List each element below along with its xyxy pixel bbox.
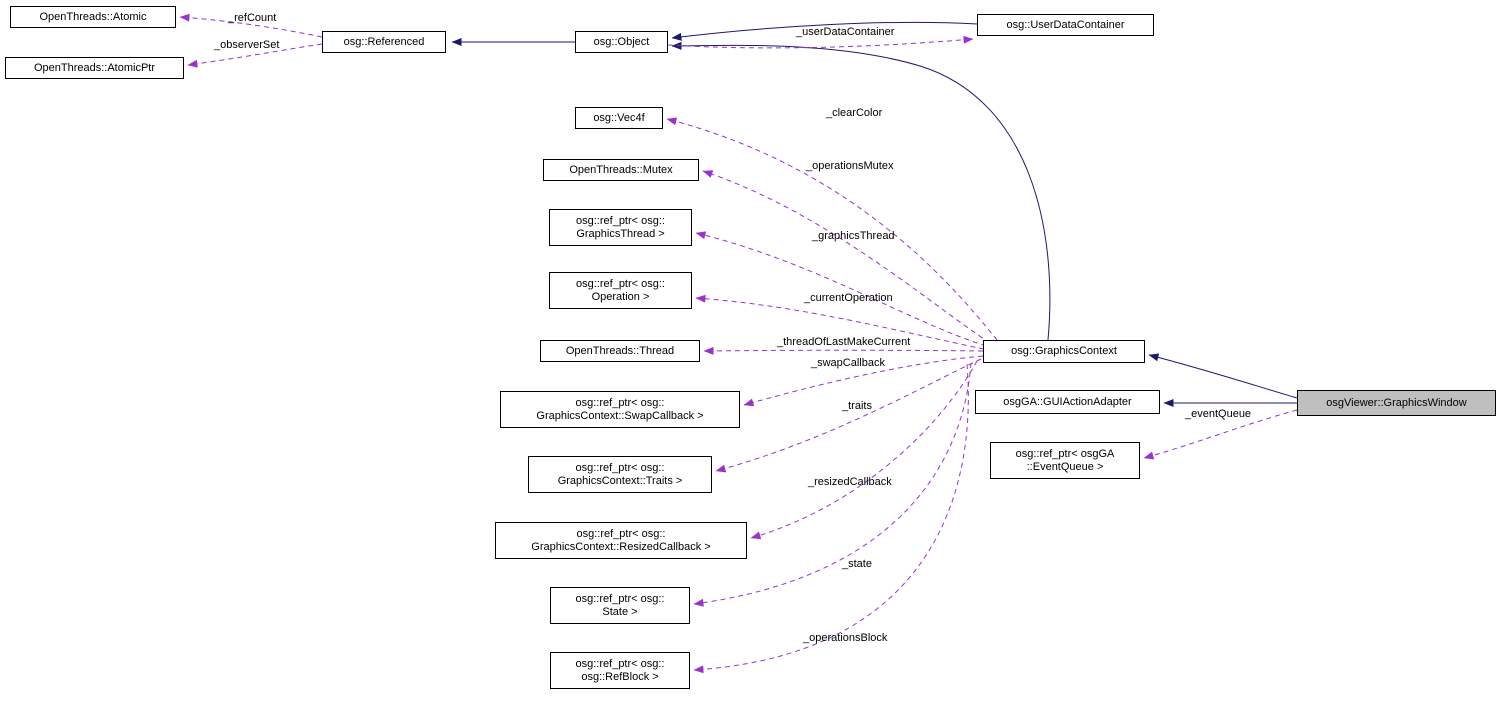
edge-label-threadoflastmakecurrent: _threadOfLastMakeCurrent (777, 336, 911, 348)
edge-usage-refcount (179, 13, 323, 38)
edge-label-operationsblock: _operationsBlock (803, 632, 888, 644)
node-osg-vec4f[interactable]: osg::Vec4f (575, 107, 663, 129)
edge-usage-currentoperation (695, 294, 985, 350)
node-osg-graphicscontext[interactable]: osg::GraphicsContext (983, 340, 1145, 363)
node-ref-ptr-traits[interactable]: osg::ref_ptr< osg:: GraphicsContext::Tra… (528, 456, 712, 493)
node-openthreads-atomicptr[interactable]: OpenThreads::AtomicPtr (5, 57, 184, 79)
edge-inherit-userdatacontainer-object (671, 21, 978, 41)
edge-usage-eventqueue (1143, 409, 1298, 460)
edge-usage-swapcallback (743, 355, 984, 407)
edge-usage-userdatacontainer (667, 35, 974, 49)
node-ref-ptr-refblock[interactable]: osg::ref_ptr< osg:: osg::RefBlock > (550, 652, 690, 689)
node-osg-referenced[interactable]: osg::Referenced (322, 31, 446, 53)
edge-label-observerset: _observerSet (214, 39, 280, 51)
edge-usage-traits (715, 358, 982, 473)
edge-usage-threadoflastmakecurrent (703, 346, 984, 355)
edge-usage-graphicsthread (695, 231, 987, 347)
edge-usage-observerset (187, 43, 323, 68)
edge-label-clearcolor: _clearColor (826, 107, 883, 119)
edge-label-operationsmutex: _operationsMutex (806, 160, 894, 172)
node-osg-userdatacontainer[interactable]: osg::UserDataContainer (977, 14, 1154, 36)
edge-usage-resizedcallback (750, 360, 978, 540)
node-openthreads-mutex[interactable]: OpenThreads::Mutex (543, 159, 699, 181)
edge-usage-operationsmutex (702, 170, 991, 344)
node-openthreads-atomic[interactable]: OpenThreads::Atomic (10, 6, 176, 28)
edge-label-currentoperation: _currentOperation (804, 292, 893, 304)
edge-inherit-graphicswindow-graphicscontext (1148, 353, 1298, 399)
edge-label-traits: _traits (842, 400, 872, 412)
edge-label-userdatacontainer: _userDataContainer (796, 26, 895, 38)
edge-label-state: _state (842, 558, 872, 570)
edge-label-resizedcallback: _resizedCallback (808, 476, 892, 488)
node-ref-ptr-state[interactable]: osg::ref_ptr< osg:: State > (550, 587, 690, 624)
node-osgga-guiactionadapter[interactable]: osgGA::GUIActionAdapter (975, 390, 1160, 414)
edge-usage-state (693, 362, 972, 607)
edge-label-graphicsthread: _graphicsThread (812, 230, 895, 242)
edge-label-swapcallback: _swapCallback (811, 357, 885, 369)
edge-label-eventqueue: _eventQueue (1185, 408, 1252, 420)
node-ref-ptr-eventqueue[interactable]: osg::ref_ptr< osgGA ::EventQueue > (990, 442, 1140, 479)
edge-inherit-graphicscontext-object (671, 41, 1051, 341)
node-osg-object[interactable]: osg::Object (575, 31, 668, 53)
node-ref-ptr-graphicsthread[interactable]: osg::ref_ptr< osg:: GraphicsThread > (549, 209, 692, 246)
edge-usage-operationsblock (693, 363, 969, 674)
node-ref-ptr-swapcallback[interactable]: osg::ref_ptr< osg:: GraphicsContext::Swa… (500, 391, 740, 428)
edge-label-refcount: _refCount (228, 12, 277, 24)
node-ref-ptr-resizedcallback[interactable]: osg::ref_ptr< osg:: GraphicsContext::Res… (495, 522, 747, 559)
node-osgviewer-graphicswindow: osgViewer::GraphicsWindow (1297, 390, 1496, 416)
node-ref-ptr-operation[interactable]: osg::ref_ptr< osg:: Operation > (549, 272, 692, 309)
node-openthreads-thread[interactable]: OpenThreads::Thread (540, 340, 700, 362)
edge-usage-clearcolor (666, 117, 998, 341)
